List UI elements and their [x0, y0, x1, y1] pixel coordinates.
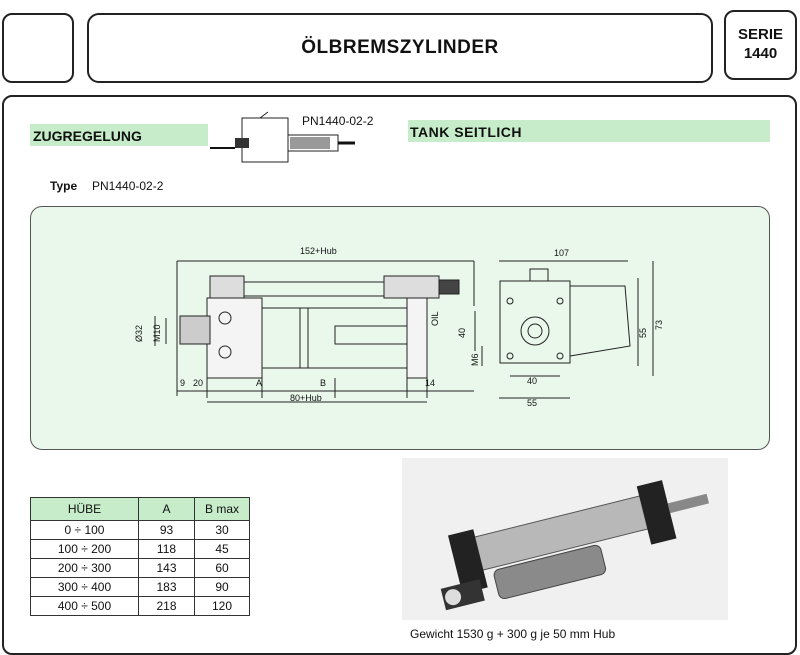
table-cell: 90: [194, 577, 250, 597]
table-header-cell: B max: [194, 497, 250, 521]
cylinder-illustration: [402, 458, 728, 620]
dim-m10: M10: [152, 324, 162, 342]
tank-seitlich-bar: [408, 120, 770, 142]
table-cell: 45: [194, 539, 250, 559]
table-cell: 120: [194, 596, 250, 616]
serie-label: SERIE: [737, 26, 783, 43]
table-cell: 300 ÷ 400: [30, 577, 139, 597]
table-cell: 60: [194, 558, 250, 578]
table-cell: 400 ÷ 500: [30, 596, 139, 616]
table-cell: 0 ÷ 100: [30, 520, 139, 540]
table-row: 400 ÷ 500 218 120: [30, 596, 250, 616]
table-row: 200 ÷ 300 143 60: [30, 558, 250, 578]
dim-len-bottom: 80+Hub: [290, 393, 322, 403]
schematic-diagram: [210, 111, 355, 163]
table-cell: 143: [138, 558, 195, 578]
table-cell: 218: [138, 596, 195, 616]
dim-55-horizontal: 55: [527, 398, 537, 408]
table-cell: 200 ÷ 300: [30, 558, 139, 578]
dim-40-horizontal: 40: [527, 376, 537, 386]
dim-107: 107: [554, 248, 569, 258]
table-header-cell: A: [138, 497, 195, 521]
table-cell: 118: [138, 539, 195, 559]
table-cell: 30: [194, 520, 250, 540]
dim-m6: M6: [470, 353, 480, 366]
dim-40-vertical: 40: [457, 328, 467, 338]
zugregelung-bar: [30, 124, 208, 146]
dim-14: 14: [425, 378, 435, 388]
type-value: PN1440-02-2: [92, 179, 164, 193]
serie-number: 1440: [743, 45, 778, 62]
dim-a: A: [256, 378, 262, 388]
page-title: ÖLBREMSZYLINDER: [301, 37, 499, 58]
table-row: 300 ÷ 400 183 90: [30, 577, 250, 597]
dim-dia32: Ø32: [134, 325, 144, 342]
dim-oil: OIL: [430, 311, 440, 326]
serie-box: SERIE 1440: [724, 10, 797, 80]
dim-9: 9: [180, 378, 185, 388]
dim-b: B: [320, 378, 326, 388]
dim-55-vertical: 55: [638, 328, 648, 338]
stroke-table: HÜBE A B max 0 ÷ 100 93 30 100 ÷ 200 118…: [30, 497, 250, 616]
dim-73: 73: [654, 320, 664, 330]
dim-20: 20: [193, 378, 203, 388]
corner-box: [2, 13, 74, 83]
table-cell: 100 ÷ 200: [30, 539, 139, 559]
zugregelung-heading: ZUGREGELUNG: [33, 128, 142, 144]
type-label: Type: [50, 179, 78, 193]
dim-len-top: 152+Hub: [300, 246, 337, 256]
tank-seitlich-heading: TANK SEITLICH: [410, 124, 523, 140]
product-photo: [402, 458, 728, 620]
table-row: 0 ÷ 100 93 30: [30, 520, 250, 540]
photo-caption: Gewicht 1530 g + 300 g je 50 mm Hub: [410, 627, 616, 641]
table-row: 100 ÷ 200 118 45: [30, 539, 250, 559]
technical-drawing: 152+Hub 80+Hub 9 20 A B 14 Ø32 M10 OIL 1…: [134, 246, 664, 408]
table-cell: 93: [138, 520, 195, 540]
table-header-cell: HÜBE: [30, 497, 139, 521]
table-header-row: HÜBE A B max: [30, 497, 250, 521]
schematic-code: PN1440-02-2: [302, 114, 374, 128]
table-cell: 183: [138, 577, 195, 597]
title-box: ÖLBREMSZYLINDER: [87, 13, 713, 83]
technical-drawing-panel: [30, 206, 770, 450]
